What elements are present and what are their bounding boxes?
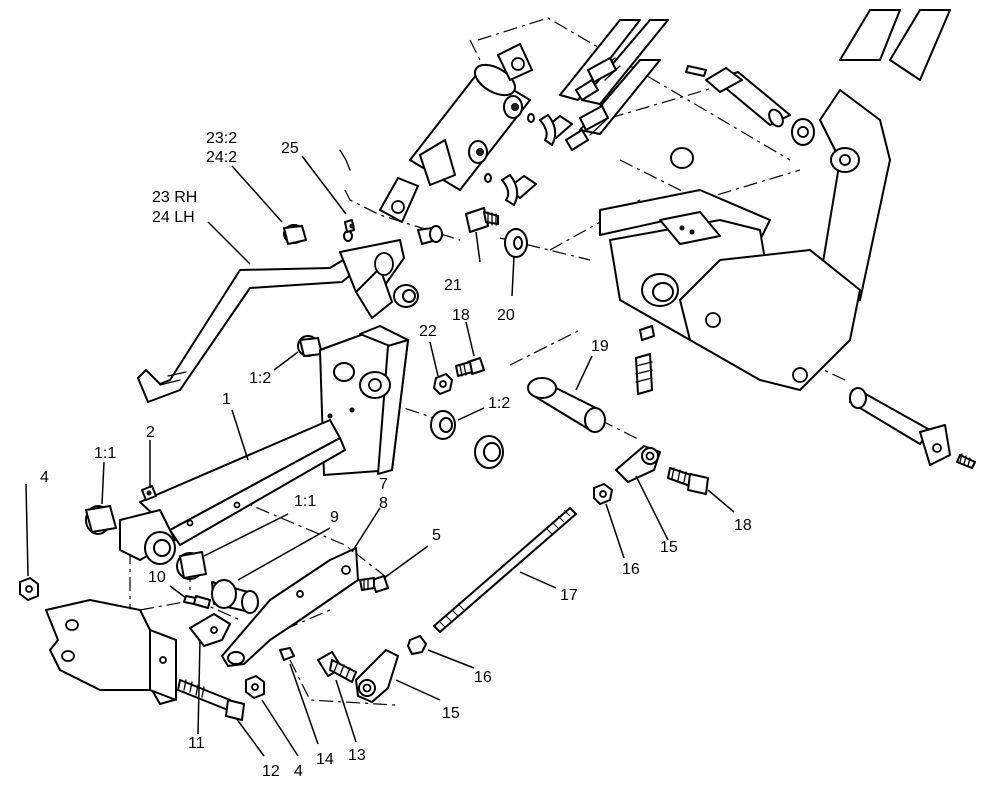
loader-frame [599, 9, 951, 395]
callout-22: 22 [419, 323, 437, 340]
nut-22 [433, 373, 453, 395]
leader-lines [25, 155, 735, 757]
callout-12: 12 [262, 763, 280, 780]
callout-4-left: 4 [40, 469, 49, 486]
callout-19: 19 [591, 338, 609, 355]
callout-25: 25 [281, 140, 299, 157]
bolt-21 [465, 207, 499, 233]
callout-4-lower: 4 [294, 763, 303, 780]
bushing-1-2-upper [297, 335, 323, 357]
callout-23-rh: 23 RH [152, 189, 197, 206]
callout-1-2-right: 1:2 [488, 395, 510, 412]
callout-24-2: 24:2 [206, 149, 237, 166]
callout-16-upper: 16 [622, 561, 640, 578]
callout-8: 8 [379, 495, 388, 512]
bushing-1-1-lower [176, 551, 207, 580]
callout-15-upper: 15 [660, 539, 678, 556]
spacer-9 [211, 579, 259, 614]
rod-end-15-upper [615, 445, 661, 483]
callout-labels: 23:2 24:2 25 23 RH 24 LH 21 20 18 22 19 … [40, 130, 752, 780]
callout-5: 5 [432, 527, 441, 544]
bushing-1-2-lower [430, 410, 504, 469]
callout-9: 9 [330, 509, 339, 526]
callout-13: 13 [348, 747, 366, 764]
callout-21: 21 [444, 277, 462, 294]
hydraulic-hoses [559, 19, 669, 151]
callout-16-lower: 16 [474, 669, 492, 686]
callout-11: 11 [188, 735, 205, 752]
callout-17: 17 [560, 587, 578, 604]
callout-23-2: 23:2 [206, 130, 237, 147]
bracket-11 [45, 599, 231, 705]
nut-16-lower [407, 635, 427, 655]
grease-fitting-2 [141, 485, 157, 501]
hydraulic-cylinder [379, 43, 573, 245]
hose-fitting-lower [565, 105, 609, 151]
pivot-pin-lower [849, 387, 976, 469]
callout-1-1-upper: 1:1 [94, 445, 116, 462]
callout-24-lh: 24 LH [152, 209, 195, 226]
nut-14 [279, 647, 295, 661]
callout-15-lower: 15 [442, 705, 460, 722]
bushing-1-1-upper [85, 505, 117, 535]
bolt-18-lower [667, 467, 709, 495]
clevis-pin-upper [670, 65, 815, 169]
callout-18-lower: 18 [734, 517, 752, 534]
nut-16-upper [593, 483, 613, 505]
bolt-18-upper [455, 357, 485, 377]
callout-2: 2 [146, 424, 155, 441]
callout-7: 7 [379, 476, 388, 493]
washer-20 [504, 228, 528, 258]
bolt-5 [359, 575, 389, 593]
callout-14: 14 [316, 751, 334, 768]
plate-7-8 [221, 547, 359, 667]
threaded-rod-17 [433, 507, 577, 633]
nut-4-left [19, 577, 39, 601]
spacer-19 [527, 377, 606, 433]
pedal-shaft-1 [119, 325, 409, 565]
callout-1-2-left: 1:2 [249, 370, 271, 387]
callout-18-upper: 18 [452, 307, 470, 324]
callout-10: 10 [148, 569, 166, 586]
rod-end-15-lower [355, 649, 399, 703]
hose-fitting-upper [575, 57, 617, 101]
nut-4-lower [245, 675, 265, 699]
bolt-12 [177, 679, 245, 721]
callout-1: 1 [222, 391, 231, 408]
callout-20: 20 [497, 307, 515, 324]
bolt-10 [183, 595, 211, 609]
callout-1-1-lower: 1:1 [294, 493, 316, 510]
bolt-13 [317, 651, 357, 683]
pedal-arm-23-24 [137, 149, 419, 403]
